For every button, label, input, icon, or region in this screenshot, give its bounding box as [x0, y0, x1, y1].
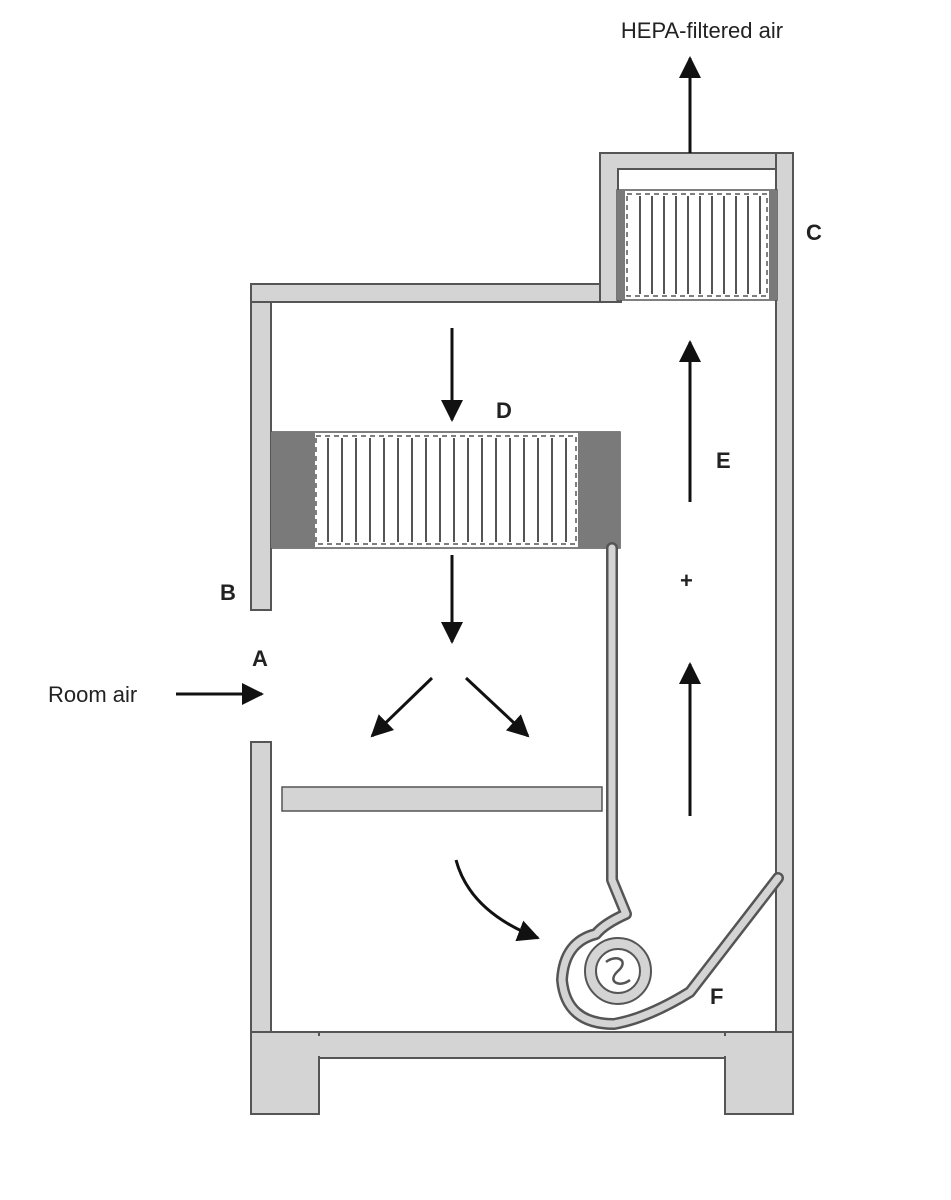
right-wall — [775, 152, 794, 1115]
label-d: D — [496, 398, 512, 423]
room-air-label: Room air — [48, 682, 137, 707]
hepa-filtered-air-label: HEPA-filtered air — [621, 18, 783, 43]
label-b: B — [220, 580, 236, 605]
exhaust-hepa-filter — [616, 189, 778, 301]
label-f: F — [710, 984, 723, 1009]
label-e: E — [716, 448, 731, 473]
split-arrow-left — [370, 676, 434, 738]
left-wall-upper — [250, 283, 272, 611]
exhaust-housing-top — [599, 152, 794, 170]
split-arrow-right — [464, 676, 530, 738]
work-surface — [281, 786, 603, 812]
curved-arrow-to-fan — [454, 859, 540, 942]
label-c: C — [806, 220, 822, 245]
rear-plenum-duct — [556, 542, 784, 1030]
supply-hepa-filter — [270, 431, 621, 549]
label-a: A — [252, 646, 268, 671]
airflow-arrows — [176, 56, 701, 942]
label-plus: + — [680, 568, 693, 593]
blower-fan — [584, 937, 652, 1005]
ceiling — [250, 283, 622, 303]
